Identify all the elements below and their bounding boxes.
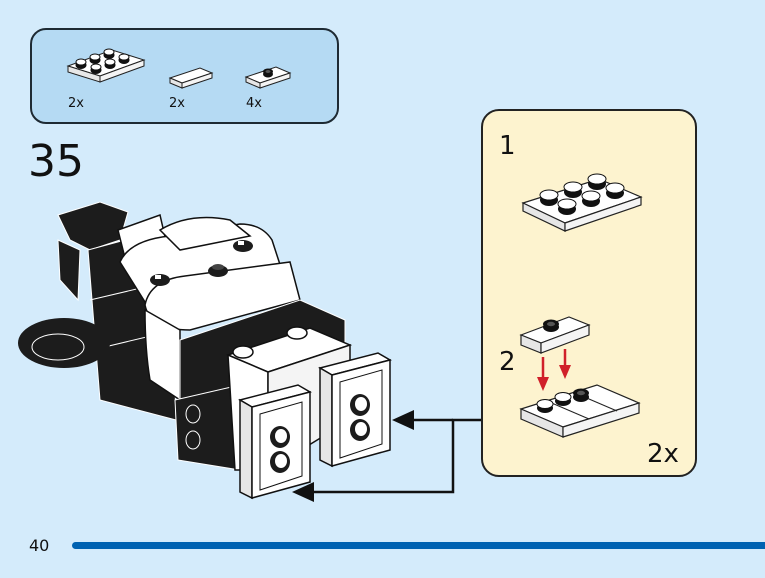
plate-1x2-jumper-icon: [244, 66, 292, 89]
arrow-head-icon: [292, 482, 314, 502]
sub-step-label: 2: [499, 347, 516, 377]
jumper-stud: [150, 240, 253, 286]
sub-step-label: 1: [499, 131, 516, 161]
red-arrow-icon: [537, 349, 571, 391]
part-plate-1x2-jumper: [244, 62, 294, 92]
sub-step-2-assembly-icon: [519, 316, 641, 438]
front-plate-left: [238, 384, 312, 500]
part-quantity: 2x: [169, 96, 185, 111]
part-tile-1x2: [168, 66, 214, 92]
part-quantity: 2x: [68, 96, 84, 111]
page-number: 40: [29, 536, 50, 555]
placement-arrows: [292, 410, 481, 502]
page-progress-bar: [72, 542, 765, 549]
part-plate-2x3: [66, 44, 146, 86]
round-plate: [18, 318, 110, 368]
sub-assembly-multiplier: 2x: [647, 439, 679, 469]
model-top: [117, 214, 301, 402]
sub-step-1-plate-2x3-icon: [521, 173, 643, 232]
tile-1x2-icon: [168, 67, 214, 89]
plate-2x3-icon: [66, 48, 146, 83]
front-plate-right: [318, 352, 392, 468]
sub-assembly-panel: 1 2: [481, 109, 697, 477]
arrow-head-icon: [392, 410, 414, 430]
step-number: 35: [28, 136, 84, 187]
parts-list-box: 2x 2x 4x: [30, 28, 339, 124]
part-quantity: 4x: [246, 96, 262, 111]
